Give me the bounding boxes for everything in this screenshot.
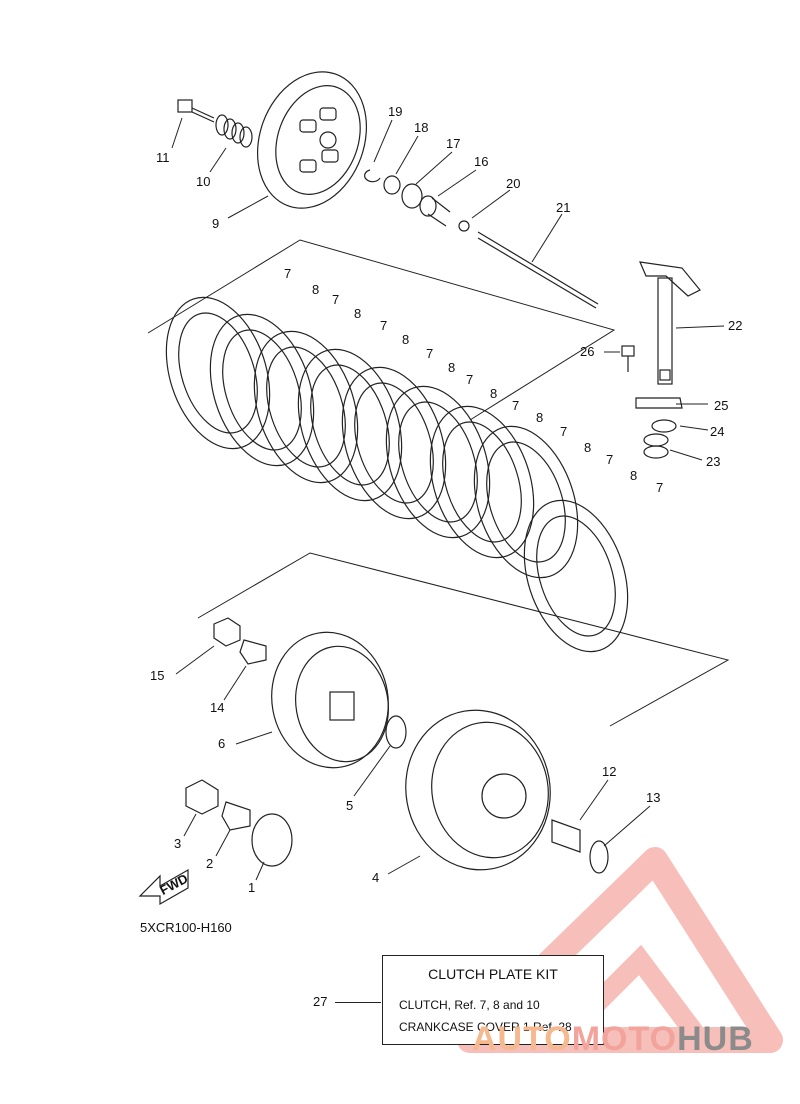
bolt [177,99,215,123]
callout-17: 17 [446,136,460,151]
callout-7: 7 [656,480,663,495]
steel-ball [458,220,470,232]
bushing-12 [551,819,581,853]
plate-frame-upper [147,239,616,421]
callout-18: 18 [414,120,428,135]
callout-4: 4 [372,870,379,885]
bolt-26 [621,345,635,372]
callout-7: 7 [284,266,291,281]
leader-lines [171,117,725,881]
callout-8: 8 [312,282,319,297]
nut-15 [213,617,241,647]
callout-7: 7 [512,398,519,413]
kit-line-crankcase: CRANKCASE COVER 1 Ref. 28 [399,1020,572,1034]
washer-13 [589,840,609,874]
callout-7: 7 [426,346,433,361]
kit-line-clutch: CLUTCH, Ref. 7, 8 and 10 [399,998,540,1012]
watermark-auto: AUTO [472,1020,572,1058]
callout-8: 8 [630,468,637,483]
callout-8: 8 [584,440,591,455]
callout-19: 19 [388,104,402,119]
push-rod [477,231,599,309]
watermark-moto: MOTO [571,1020,678,1058]
watermark-logo: AUTOMOTOHUB [472,1020,754,1059]
callout-7: 7 [560,424,567,439]
callout-5: 5 [346,798,353,813]
washer [383,175,401,195]
callout-7: 7 [332,292,339,307]
callout-12: 12 [602,764,616,779]
callout-20: 20 [506,176,520,191]
nut-3 [185,779,219,815]
friction-plate-stack [165,296,629,653]
plate-25 [635,397,683,409]
callout-8: 8 [402,332,409,347]
callout-23: 23 [706,454,720,469]
kit-leader-line [335,1002,381,1003]
bearing [401,183,423,209]
plate-frame-lower [197,552,730,727]
callout-22: 22 [728,318,742,333]
diagram-code: 5XCR100-H160 [140,920,232,935]
callout-14: 14 [210,700,224,715]
clutch-boss [271,631,390,769]
callout-8: 8 [354,306,361,321]
callout-3: 3 [174,836,181,851]
callout-13: 13 [646,790,660,805]
callout-24: 24 [710,424,724,439]
lock-washer-14 [239,639,267,665]
callout-8: 8 [536,410,543,425]
thrust-washer-5 [385,715,407,749]
lock-washer-2 [221,801,251,831]
callout-15: 15 [150,668,164,683]
pressure-plate [256,71,368,209]
callout-2: 2 [206,856,213,871]
callout-21: 21 [556,200,570,215]
circlip [364,169,381,183]
callout-11: 11 [156,150,170,165]
callout-6: 6 [218,736,225,751]
callout-10: 10 [196,174,210,189]
needle-bearing [643,433,669,459]
kit-title: CLUTCH PLATE KIT [428,966,558,982]
callout-labels: 11 10 9 19 18 17 16 20 21 22 26 25 24 23… [150,104,742,895]
callout-25: 25 [714,398,728,413]
watermark-hub: HUB [677,1020,754,1058]
push-rod-piece [419,195,451,227]
callout-26: 26 [580,344,594,359]
callout-9: 9 [212,216,219,231]
callout-7: 7 [466,372,473,387]
kit-ref-number: 27 [313,994,328,1009]
drive-gear-1 [251,813,293,867]
callout-8: 8 [490,386,497,401]
spring [215,114,253,148]
callout-8: 8 [448,360,455,375]
clutch-plate-kit-box: CLUTCH PLATE KIT CLUTCH, Ref. 7, 8 and 1… [382,955,604,1045]
primary-driven-gear [405,709,551,871]
push-lever-shaft [639,261,701,385]
callout-1: 1 [248,880,255,895]
oil-seal [651,419,677,433]
callout-7: 7 [380,318,387,333]
fwd-label: FWD [157,871,190,898]
callout-7: 7 [606,452,613,467]
callout-16: 16 [474,154,488,169]
fwd-arrow-icon: FWD [138,868,190,906]
